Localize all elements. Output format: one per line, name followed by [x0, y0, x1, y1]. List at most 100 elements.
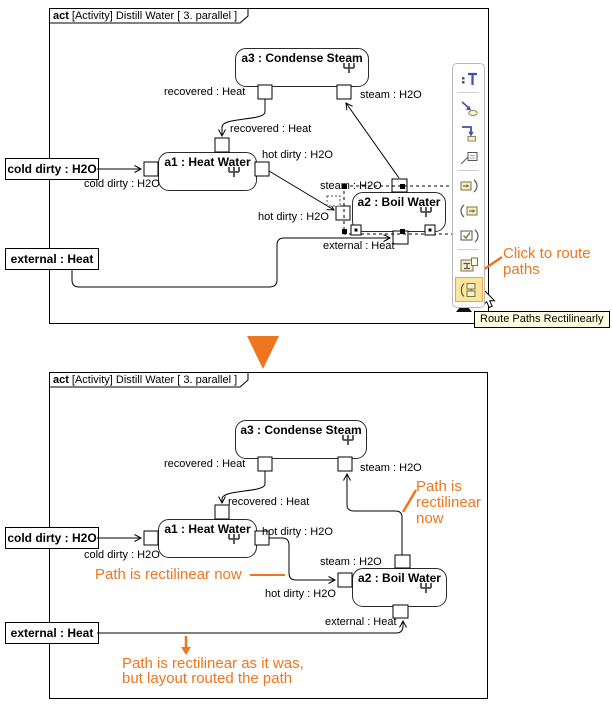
pin-a2-hot-dirty[interactable]	[337, 572, 353, 588]
flow-steam[interactable]	[345, 102, 400, 179]
rake-icon	[228, 534, 240, 544]
flow-recovered[interactable]	[218, 471, 266, 505]
flow-recovered[interactable]	[218, 99, 266, 138]
selection-outline-a2	[343, 185, 463, 235]
draw-rectilinear-path-button[interactable]	[455, 120, 483, 145]
node-a3-condense-steam[interactable]: a3 : Condense Steam	[235, 48, 369, 87]
pin-label-cold-dirty: cold dirty : H2O	[84, 178, 160, 190]
pin-label-steam: steam : H2O	[320, 556, 382, 568]
node-a3-condense-steam[interactable]: a3 : Condense Steam	[235, 420, 367, 459]
node-title: a3 : Condense Steam	[240, 423, 362, 437]
rake-icon	[343, 63, 355, 73]
insert-right-pin-button[interactable]	[455, 198, 483, 223]
insert-right-pin-icon	[460, 204, 478, 217]
annotation-line: rectilinear	[416, 494, 482, 511]
pin-checklist-icon	[460, 229, 479, 242]
pin-a2-external[interactable]	[392, 604, 409, 619]
pin-label-recovered: recovered : Heat	[230, 123, 312, 135]
flow-hot-dirty[interactable]	[268, 170, 335, 211]
annotation-line: now	[416, 510, 444, 527]
transform-arrow	[247, 336, 279, 369]
pin-a2-steam[interactable]	[394, 554, 411, 569]
pin-label-hot-dirty: hot dirty : H2O	[262, 526, 333, 538]
pin-label-hot-dirty: hot dirty : H2O	[258, 211, 329, 223]
flow-external[interactable]	[97, 619, 407, 634]
pin-label-recovered: recovered : Heat	[164, 458, 246, 470]
annotation-line: Path is	[416, 478, 462, 495]
callout-line-path-rectilinear	[401, 489, 418, 513]
insert-left-pin-button[interactable]	[455, 173, 483, 198]
node-title: a2 : Boil Water	[357, 195, 441, 209]
pin-label-external: external : Heat	[325, 616, 397, 628]
tooltip-route-paths: Route Paths Rectilinearly	[474, 311, 610, 328]
name-edit-box[interactable]	[326, 195, 341, 207]
display-paths-button[interactable]	[455, 252, 483, 277]
node-a1-heat-water[interactable]: a1 : Heat Water	[158, 519, 257, 558]
param-cold-dirty[interactable]: cold dirty : H2O	[5, 158, 99, 180]
pin-handle-dot	[354, 228, 358, 232]
annotation-line: paths	[503, 261, 540, 278]
pin-label-external: external : Heat	[323, 240, 395, 252]
pin-label-steam: steam : H2O	[360, 89, 422, 101]
draw-path-button[interactable]	[455, 95, 483, 120]
rake-icon	[420, 207, 432, 217]
node-title: a3 : Condense Steam	[241, 51, 363, 65]
pin-a1-hot-dirty[interactable]	[254, 530, 270, 546]
attach-note-icon	[460, 151, 478, 164]
pin-checklist-button[interactable]	[455, 223, 483, 248]
node-title: a1 : Heat Water	[164, 155, 251, 169]
pin-a3-steam[interactable]	[336, 84, 352, 100]
annotation-as-it-was: Path is rectilinear as it was, but layou…	[122, 656, 304, 686]
insert-left-pin-icon	[460, 179, 478, 192]
flow-hot-dirty[interactable]	[269, 537, 337, 584]
rake-icon	[228, 167, 240, 177]
toolbar-separator	[457, 92, 479, 93]
rake-icon	[420, 583, 432, 593]
annotation-rectilinear-now-inline: Path is rectilinear now	[95, 566, 242, 583]
pin-label-steam: steam : H2O	[360, 462, 422, 474]
pin-handle-dot	[428, 228, 432, 232]
pin-a3-recovered[interactable]	[257, 84, 273, 100]
pin-label-recovered: recovered : Heat	[228, 496, 310, 508]
draw-rectilinear-path-icon	[462, 125, 476, 141]
pin-a1-cold-dirty[interactable]	[143, 530, 159, 546]
callout-arrowhead	[181, 647, 191, 655]
pin-a2-hot-dirty[interactable]	[335, 205, 351, 221]
pin-a1-cold-dirty[interactable]	[143, 161, 159, 177]
node-title: a2 : Boil Water	[358, 571, 441, 585]
pin-a1-recovered[interactable]	[214, 137, 230, 153]
edit-text-button[interactable]	[455, 66, 483, 91]
attach-note-button[interactable]	[455, 145, 483, 170]
frame-label: act[Activity] Distill Water [ 3. paralle…	[53, 373, 237, 387]
pin-label-steam: steam : H2O	[320, 180, 382, 192]
pin-label-cold-dirty: cold dirty : H2O	[84, 549, 160, 561]
toolbar-separator	[457, 170, 479, 171]
pin-label-hot-dirty: hot dirty : H2O	[265, 588, 336, 600]
pin-label-recovered: recovered : Heat	[164, 86, 246, 98]
node-title: a1 : Heat Water	[164, 522, 251, 536]
flow-steam[interactable]	[343, 472, 403, 555]
frame-label-tab	[49, 372, 249, 388]
frame-label: act[Activity] Distill Water [ 3. paralle…	[53, 9, 237, 23]
draw-path-icon	[461, 100, 478, 116]
annotation-click-to-route: Click to route paths	[503, 246, 591, 278]
param-external[interactable]: external : Heat	[5, 248, 99, 270]
pin-a3-steam[interactable]	[337, 456, 353, 472]
toolbar-separator	[457, 249, 479, 250]
pin-a3-recovered[interactable]	[257, 456, 273, 472]
frame-title: [Activity] Distill Water [ 3. parallel ]	[71, 10, 238, 22]
flow-external[interactable]	[71, 234, 392, 288]
rake-icon	[342, 435, 354, 445]
annotation-line: but layout routed the path	[122, 670, 293, 687]
frame-label-tab	[49, 8, 249, 24]
annotation-line: Click to route	[503, 245, 591, 262]
pin-a1-hot-dirty[interactable]	[254, 161, 270, 177]
frame-keyword: act	[53, 374, 69, 386]
pin-a1-recovered[interactable]	[214, 504, 230, 520]
annotation-line: Path is rectilinear as it was,	[122, 655, 304, 672]
route-paths-rectilinearly-button[interactable]	[455, 277, 483, 302]
pin-label-hot-dirty: hot dirty : H2O	[262, 149, 333, 161]
frame-keyword: act	[53, 10, 69, 22]
edit-text-icon	[462, 72, 477, 85]
